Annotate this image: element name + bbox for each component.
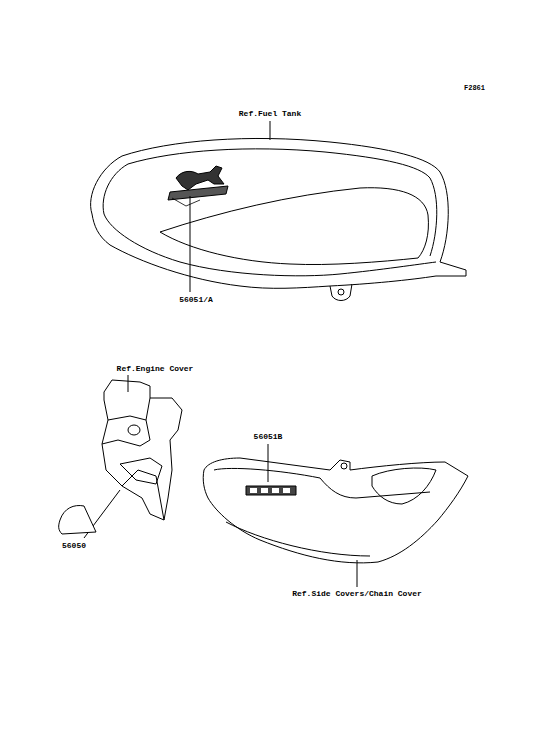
fuel-tank-trim	[103, 149, 437, 276]
reference-label: Ref.Side Covers/Chain Cover	[291, 590, 423, 598]
leader-line	[268, 444, 269, 482]
leader-line	[190, 196, 191, 292]
callout-number: 56051B	[253, 433, 284, 441]
engine-cover-window	[120, 458, 162, 484]
side-cover-vent	[372, 468, 436, 504]
callout-number: 56051/A	[178, 296, 214, 304]
callout-number: 56050	[61, 542, 87, 550]
reference-label: Ref.Engine Cover	[116, 365, 195, 373]
engine-cover-edge	[102, 398, 164, 520]
fuel-tank	[91, 138, 466, 288]
figure-number: F2861	[463, 85, 486, 92]
leader-line	[270, 121, 271, 140]
engine-cover	[102, 380, 182, 520]
side-cover	[203, 458, 468, 563]
leader-line	[357, 560, 358, 587]
tank-emblem	[168, 166, 228, 206]
fuel-tank-mount	[330, 284, 352, 301]
fuel-tank-panel	[160, 188, 428, 265]
leader-line	[128, 375, 129, 392]
side-cover-trim	[214, 468, 430, 556]
small-emblem	[59, 506, 96, 534]
reference-label: Ref.Fuel Tank	[238, 110, 302, 118]
side-decal	[246, 486, 296, 495]
